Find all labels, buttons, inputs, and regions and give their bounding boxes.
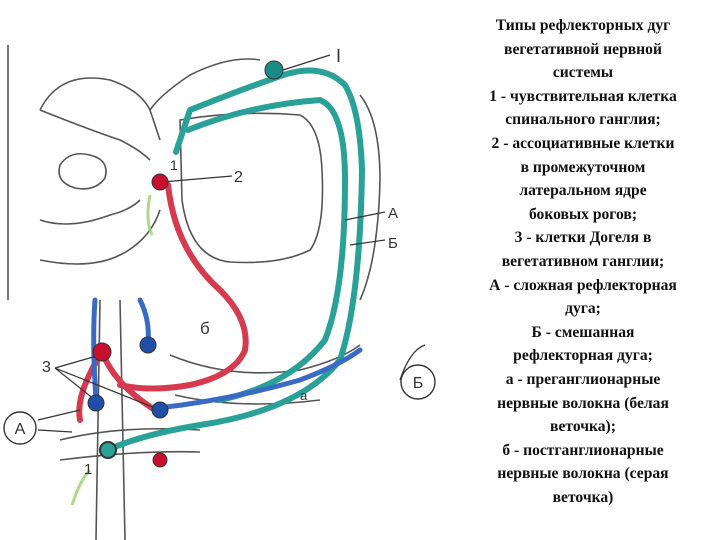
caption-line: системы	[552, 64, 614, 82]
label-letter-B: Б	[388, 235, 398, 252]
caption-line: Б - смешанная	[531, 323, 635, 341]
spinal-cord-outline	[7, 45, 381, 540]
caption-line: 1 - чувствительная клетка	[489, 87, 677, 105]
caption-line: латеральном ядре	[519, 182, 647, 200]
caption-line: в промежуточном	[520, 158, 646, 176]
caption-line: спинального ганглия;	[505, 111, 661, 129]
caption-line: веточка);	[550, 418, 616, 436]
caption-line: А - сложная рефлекторная	[489, 276, 677, 294]
caption-line: вегетативном ганглии;	[501, 252, 665, 270]
teal-pathway	[105, 67, 365, 453]
cell-dogiel-blue-1	[87, 394, 105, 412]
circle-marker-A: А	[3, 411, 37, 445]
diagram-caption: Типы рефлекторных дуг вегетативной нервно…	[452, 14, 714, 509]
caption-line: нервные волокна (серая	[497, 465, 669, 483]
pointer-lines	[37, 54, 426, 433]
cell-sensory-ganglion	[264, 60, 284, 80]
label-letter-b-small: б	[200, 319, 210, 338]
label-num-one-lower: 1	[84, 461, 92, 478]
cell-dogiel-blue-2	[139, 336, 157, 354]
caption-line: 2 - ассоциативные клетки	[491, 134, 675, 152]
reflex-arc-diagram: А Б I 1 2 3 А Б б 1 a	[3, 45, 436, 540]
circle-A-label: А	[15, 421, 26, 438]
caption-line: вегетативной нервной	[504, 40, 662, 58]
caption-line: Типы рефлекторных дуг	[495, 17, 671, 34]
caption-line: боковых рогов;	[528, 205, 638, 223]
cell-ganglion-teal	[99, 441, 117, 459]
label-num-one: 1	[170, 157, 178, 173]
red-pathway	[76, 182, 249, 423]
label-num-three: 3	[42, 359, 51, 376]
caption-line: веточка)	[552, 488, 614, 506]
cells	[87, 60, 284, 468]
cell-dogiel-red	[92, 342, 112, 362]
caption-line: б - постганглионарные	[502, 441, 664, 459]
label-num-two: 2	[234, 169, 243, 186]
caption-line: 3 - клетки Догеля в	[514, 229, 652, 247]
cell-ganglion-blue	[151, 401, 169, 419]
caption-line: дуга;	[565, 300, 601, 318]
label-roman-one: I	[336, 46, 341, 66]
circle-B-label: Б	[413, 375, 424, 392]
label-letter-a-small: a	[300, 388, 308, 403]
cell-ganglion-red	[152, 452, 168, 468]
circle-marker-B: Б	[400, 364, 436, 400]
caption-line: нервные волокна (белая	[497, 394, 669, 412]
label-letter-A: А	[388, 205, 398, 222]
cell-associative	[151, 173, 169, 191]
caption-line: рефлекторная дуга;	[513, 347, 653, 365]
green-fibres	[70, 194, 154, 506]
caption-line: а - преганглионарные	[505, 370, 661, 388]
